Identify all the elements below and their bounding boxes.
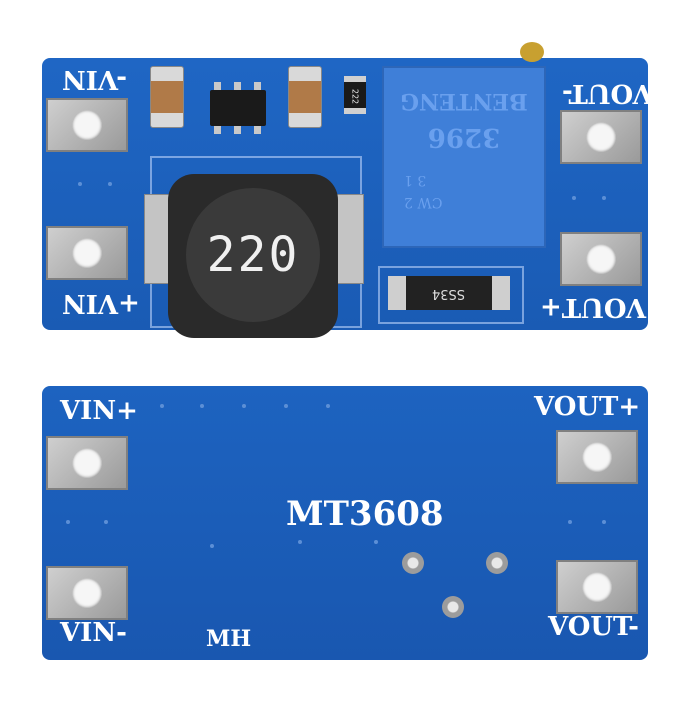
label-vout-plus-top: VOUT+ (540, 292, 647, 322)
pad-vout-minus-bottom (556, 560, 638, 614)
label-vout-minus-bottom: VOUT- (548, 612, 639, 642)
pot-cw: CW 2 (404, 194, 443, 210)
inductor-body: 220 (168, 174, 338, 338)
label-vout-minus-top: VOUT- (562, 78, 653, 108)
pad-vin-plus-top (46, 226, 128, 280)
potentiometer-screw-icon (520, 42, 544, 62)
pad-vin-minus-bottom (46, 566, 128, 620)
pot-pins: 3 1 (404, 172, 427, 188)
inductor-core: 220 (186, 188, 320, 322)
pad-vout-minus-top (560, 232, 642, 286)
label-vin-plus-top: +VIN (62, 288, 140, 318)
pcb-bottom-side: VIN+ VIN- VOUT+ VOUT- MT3608 MH (42, 386, 648, 660)
mh-label: MH (206, 626, 252, 652)
label-vin-minus-bottom: VIN- (60, 618, 127, 648)
label-vout-plus-bottom: VOUT+ (534, 392, 641, 422)
diode-ss34: SS34 (388, 276, 510, 310)
pot-model: 3296 (427, 122, 501, 152)
pad-vout-plus-top (560, 110, 642, 164)
via-hole-1 (402, 552, 424, 574)
pad-vin-plus-bottom (46, 436, 128, 490)
pot-brand: BENTENG (400, 88, 528, 114)
via-hole-3 (442, 596, 464, 618)
pad-vout-plus-bottom (556, 430, 638, 484)
chip-label: MT3608 (286, 494, 444, 534)
capacitor-2 (288, 66, 322, 128)
trimmer-potentiometer: BENTENG 3296 3 1 CW 2 (382, 42, 546, 248)
via-hole-2 (486, 552, 508, 574)
label-vin-plus-bottom: VIN+ (60, 396, 138, 426)
inductor-terminal-right (336, 194, 364, 284)
label-vin-minus-top: -VIN (62, 64, 127, 94)
ic-chip-top (210, 82, 266, 134)
diode-outline (378, 266, 524, 324)
pad-vin-minus-top (46, 98, 128, 152)
smd-resistor: 222 (344, 76, 366, 114)
pcb-top-side: -VIN +VIN VOUT- VOUT+ 222 220 BENTENG 32… (42, 42, 653, 338)
capacitor-1 (150, 66, 184, 128)
inductor-value: 220 (206, 227, 300, 283)
